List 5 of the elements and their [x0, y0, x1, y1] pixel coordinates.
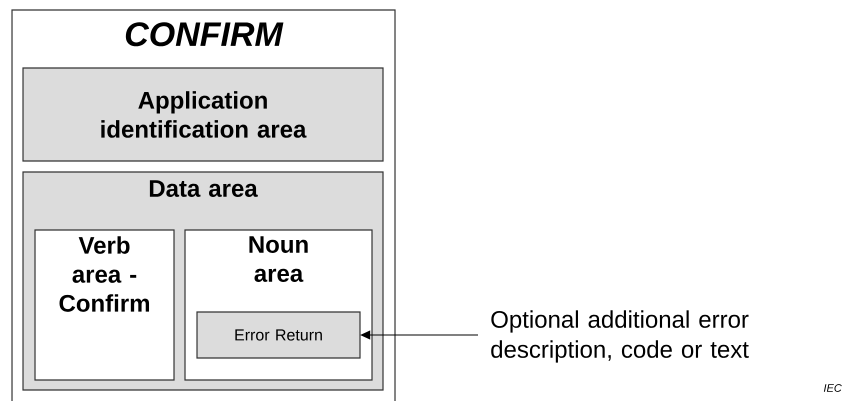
annotation-text: Optional additional error description, code or text — [491, 310, 749, 363]
area-box: Verb area - Confirm — [34, 229, 175, 381]
field-box: Error Return — [196, 311, 361, 359]
source-label: IEC — [824, 384, 842, 392]
area-box: Application identification area — [22, 67, 384, 162]
